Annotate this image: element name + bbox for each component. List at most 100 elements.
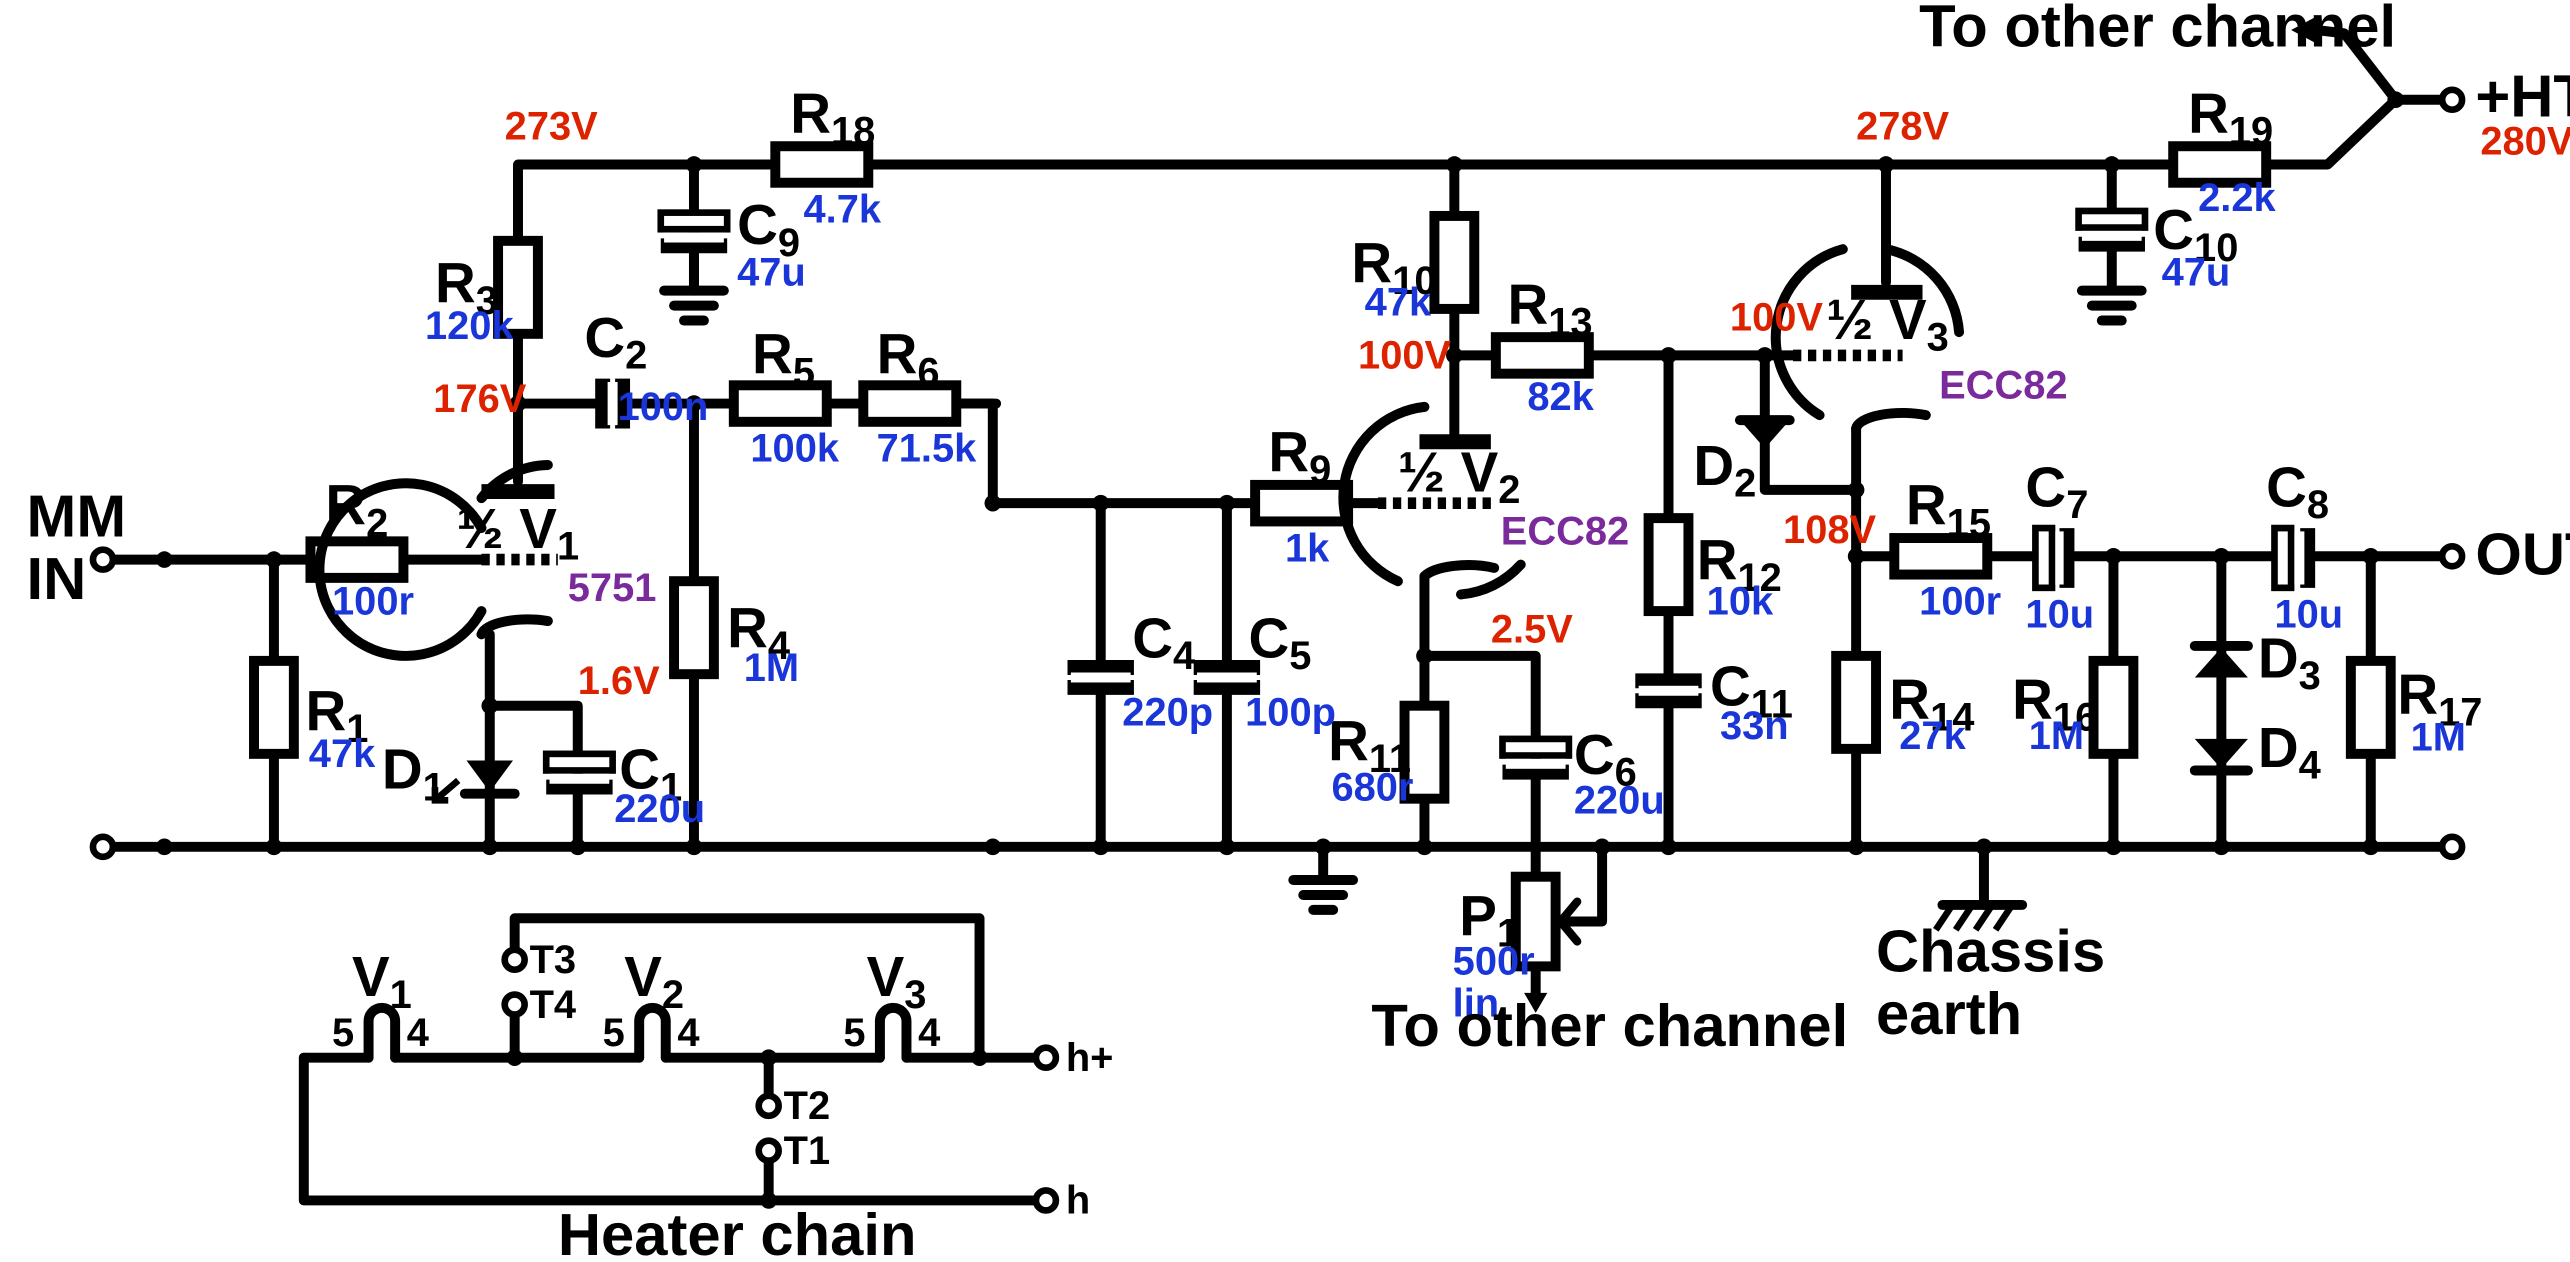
resistor-r3 [493,235,543,339]
voltage-label: 278V [1856,105,1949,149]
heater-tube-label: V1 [352,945,412,1017]
value-c7: 10u [2025,593,2094,637]
ref-c6: C6 [1574,723,1637,795]
value-c1: 220u [614,787,705,831]
value-c6: 220u [1574,779,1665,823]
junction-dots [156,91,2404,856]
ground-terminal-right [2438,833,2466,861]
ref-p1: P1 [1459,884,1519,956]
tube-type-v1: 5751 [568,566,657,610]
ht-terminal [2438,86,2466,114]
value-r11: 680r [1331,765,1413,809]
ref-d3: D3 [2258,626,2321,698]
capacitor-c9 [657,209,731,296]
ref-c10: C10 [2153,198,2238,270]
resistor-r19 [2168,141,2272,188]
heater-tube-label: V2 [624,945,684,1017]
ref-c8: C8 [2266,455,2329,527]
ref-r12: R12 [1697,529,1782,601]
value-c9: 47u [737,251,806,295]
tube-v1 [314,459,558,661]
resistor-r15 [1889,533,1993,580]
value-r5: 100k [750,427,839,471]
value-c4: 220p [1122,691,1213,735]
value-r16: 1M [2029,714,2084,758]
ref-r19: R19 [2188,82,2273,154]
diodes [431,415,2253,804]
ref-d1: D1 [382,738,445,810]
tube-v2 [1338,401,1526,600]
value-r18: 4.7k [804,188,882,232]
resistor-r10 [1429,210,1480,314]
heater-tube-label: V3 [867,945,927,1017]
capacitor-c1 [542,750,616,795]
resistor-r2 [305,536,409,583]
ht-label: +HT [2475,62,2570,129]
diode-d1 [431,760,520,804]
ref-c4: C4 [1132,607,1195,679]
voltage-label: 2.5V [1491,608,1573,652]
ref-c11: C11 [1710,655,1793,727]
value-c2: 100n [618,385,709,429]
value-r2: 100r [332,579,414,623]
diode-d3 [2189,640,2253,678]
diode-d2 [1734,415,1795,449]
ref-c7: C7 [2025,455,2088,527]
heater-pin-label: 5 [332,1011,354,1055]
ref-r13: R13 [1507,273,1592,345]
ref-c9: C9 [737,193,800,265]
heater-tap-label: T3 [530,938,576,982]
resistor-r18 [770,141,874,188]
ground-symbols [659,16,2316,932]
ref-c2: C2 [584,306,647,378]
resistor-r9 [1250,479,1354,527]
value-r3: 120k [425,304,514,348]
ref-c5: C5 [1248,607,1311,679]
tube-label-v3: ½ V3 [1826,288,1949,360]
tube-v3 [1770,244,1965,434]
value-r13: 82k [1527,375,1594,419]
tube-type-v2: ECC82 [1501,510,1629,554]
ground-icon [2076,285,2147,326]
capacitor-c7 [2032,524,2075,592]
voltage-label: 273V [505,105,598,149]
capacitors [542,207,2316,795]
tube-type-v3: ECC82 [1939,364,2067,408]
value-r4: 1M [744,646,799,690]
heater-pin-label: 4 [677,1011,699,1055]
capacitor-c11 [1635,673,1702,709]
terminals [89,86,2466,861]
capacitor-c6 [1499,735,1573,780]
ref-r18: R18 [790,82,875,154]
value-r15: 100r [1919,579,2001,623]
resistor-r1 [249,655,299,759]
value-r6: 71.5k [877,427,978,471]
ground-icon [659,285,729,326]
resistors [249,141,2396,1013]
resistor-r17 [2345,655,2396,759]
heater-chain [298,913,1060,1214]
input-terminal [89,546,117,573]
resistor-r13 [1490,332,1594,379]
resistor-r4 [669,576,719,680]
heater-tap-label: T2 [784,1084,830,1128]
value-r17: 1M [2411,716,2466,760]
resistor-r5 [728,380,832,427]
ref-r4: R4 [727,597,790,669]
ref-r17: R17 [2397,663,2482,735]
voltage-label: 1.6V [578,659,660,703]
to-other-channel-bottom: To other channel [1371,992,1848,1059]
ref-r5: R5 [752,323,815,395]
heater-chain-title: Heater chain [558,1201,917,1262]
heater-supply-plus: h+ [1066,1036,1114,1080]
ref-c1: C1 [619,738,682,810]
ref-r16: R16 [2012,668,2097,740]
value-r1: 47k [309,732,376,776]
voltage-label: 100V [1730,296,1823,340]
heater-tap-label: T1 [784,1129,830,1173]
tube-label-v1: ½ V1 [457,497,580,569]
voltage-label: 108V [1783,508,1876,552]
